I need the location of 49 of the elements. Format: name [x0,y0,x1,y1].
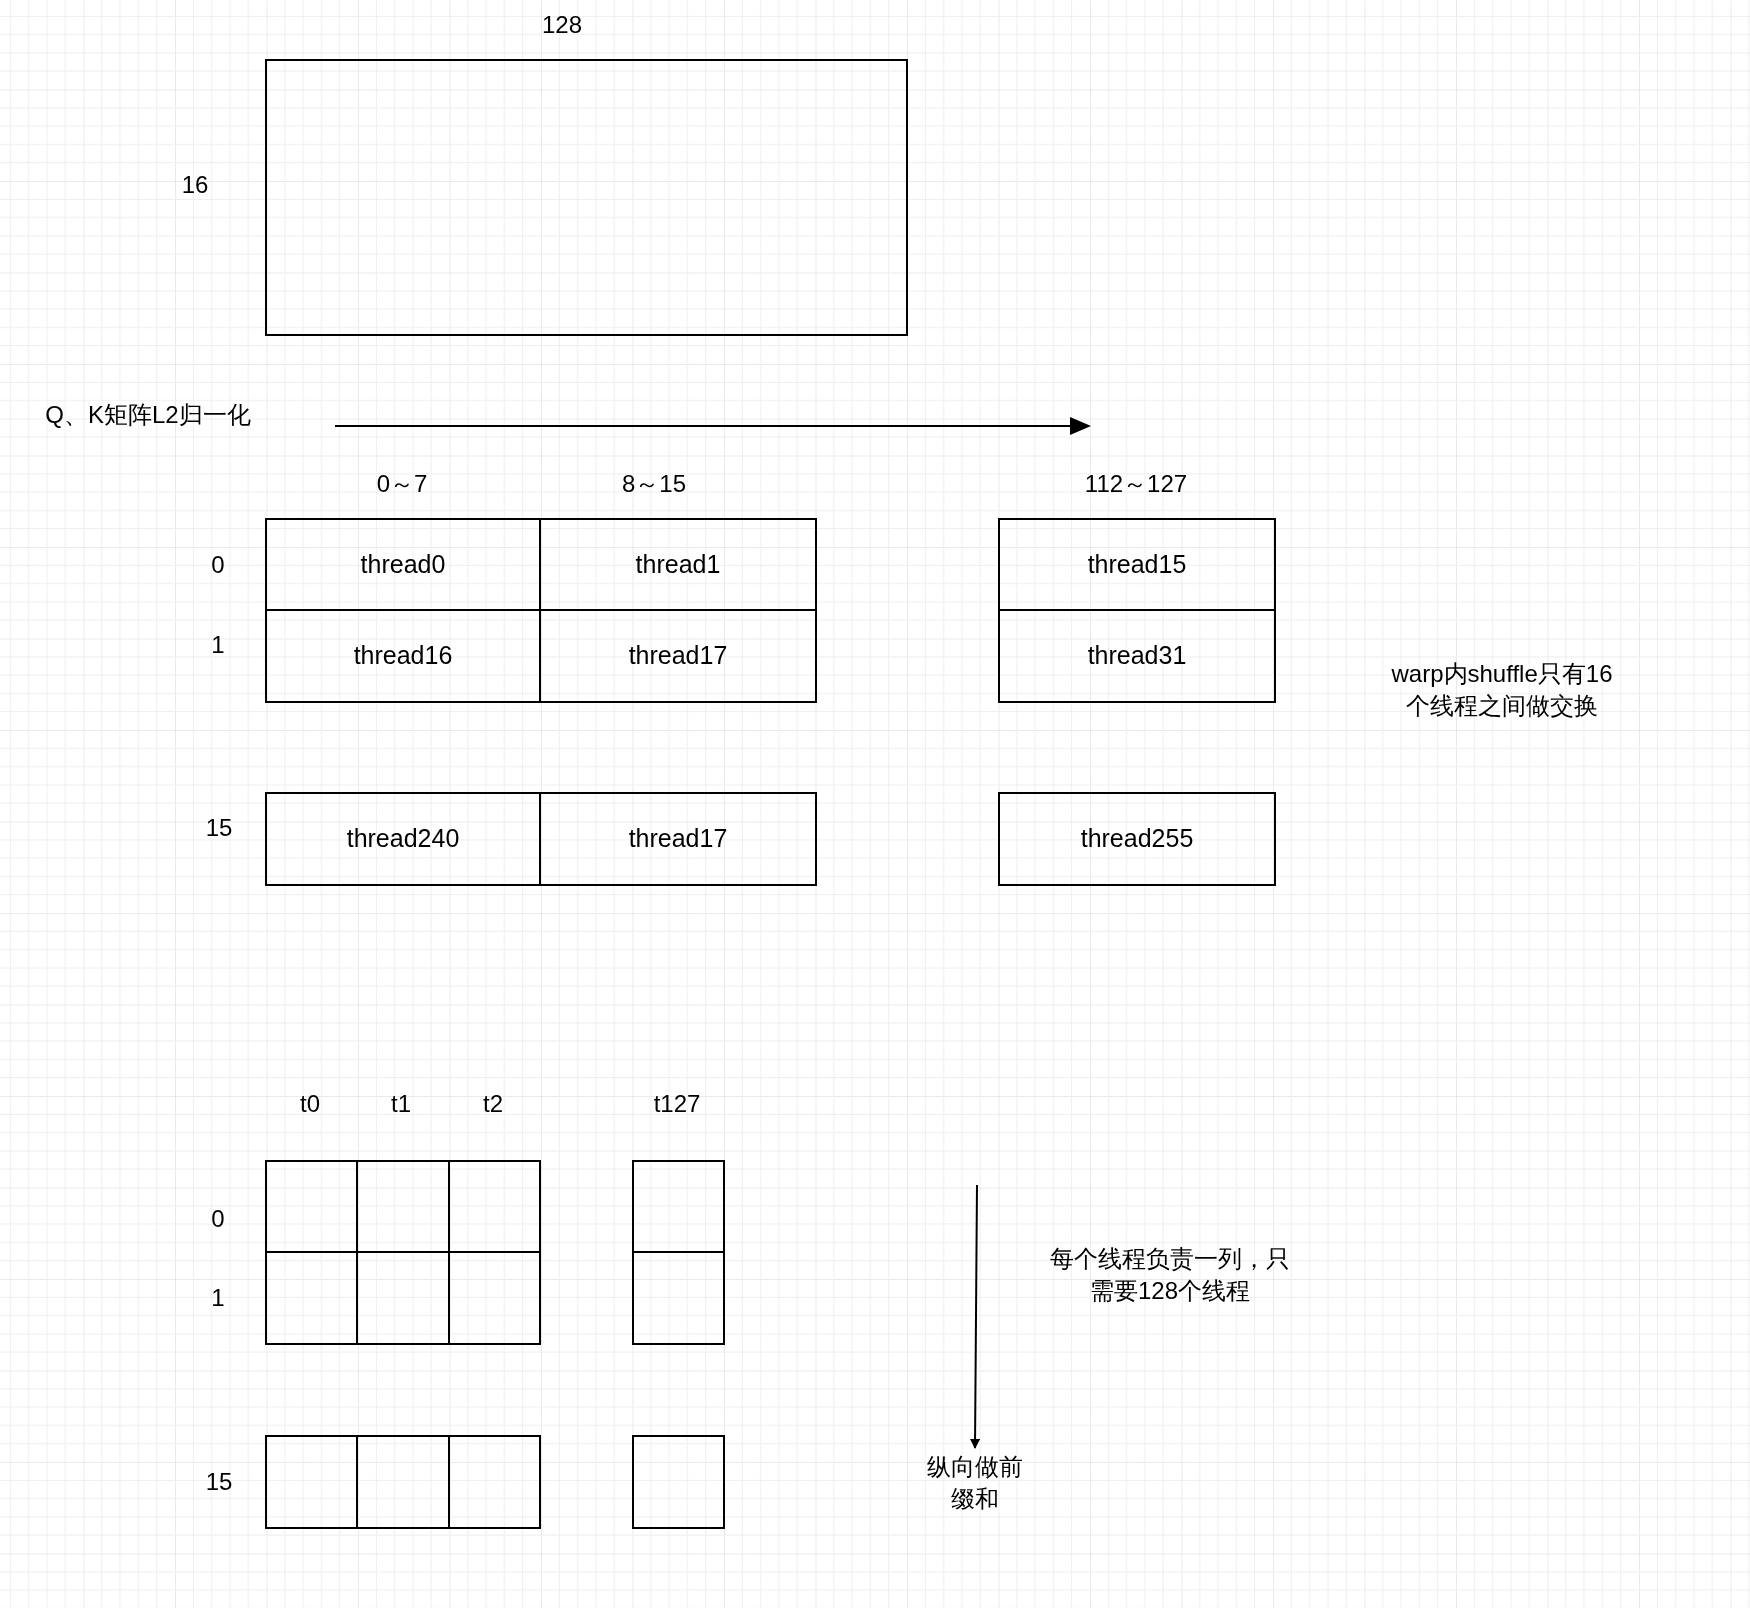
text-label: 15 [205,813,233,843]
text-label: t0 [300,1089,320,1119]
text-label: 0 [211,550,225,580]
matrix-cell [539,792,817,886]
text-label: 每个线程负责一列，只需要128个线程 [1049,1244,1291,1306]
text-label: t127 [653,1089,701,1119]
cell-label: thread31 [1087,640,1187,672]
matrix-box [265,59,908,336]
text-label: 8～15 [621,469,686,499]
matrix-box [448,1435,541,1529]
text-label: 1 [211,630,225,660]
text-label: 1 [211,1283,225,1313]
matrix-cell [539,518,817,611]
matrix-cell [998,792,1276,886]
text-label: 0 [211,1204,225,1234]
matrix-box [632,1251,725,1345]
matrix-box [448,1160,541,1253]
cell-label: thread1 [635,548,721,580]
text-label: 0～7 [376,469,428,499]
text-label: warp内shuffle只有16个线程之间做交换 [1390,659,1614,721]
matrix-box [265,1435,358,1529]
cell-label: thread16 [353,640,453,672]
matrix-box [356,1435,450,1529]
text-label: t1 [391,1089,411,1119]
note-text: 纵向做前缀和 [904,1447,1046,1519]
matrix-box [632,1435,725,1529]
cell-label: thread17 [628,640,728,672]
arrow [970,1184,981,1449]
text-label: 112～127 [1084,469,1188,499]
matrix-cell [539,609,817,703]
cell-label: thread255 [1080,823,1194,855]
matrix-cell [265,792,541,886]
text-label: 15 [205,1467,233,1497]
matrix-box [632,1160,725,1253]
text-label: t2 [483,1089,503,1119]
matrix-cell [265,518,541,611]
text-label: Q、K矩阵L2归一化 [45,400,251,430]
matrix-cell [265,609,541,703]
cell-label: thread15 [1087,548,1187,580]
matrix-cell [998,518,1276,611]
matrix-cell [998,609,1276,703]
text-label: 16 [181,170,209,200]
cell-label: thread240 [346,823,460,855]
matrix-box [265,1251,358,1345]
matrix-box [265,1160,358,1253]
matrix-box [448,1251,541,1345]
cell-label: thread0 [360,548,446,580]
text-label: 128 [541,10,582,40]
cell-label: thread17 [628,823,728,855]
